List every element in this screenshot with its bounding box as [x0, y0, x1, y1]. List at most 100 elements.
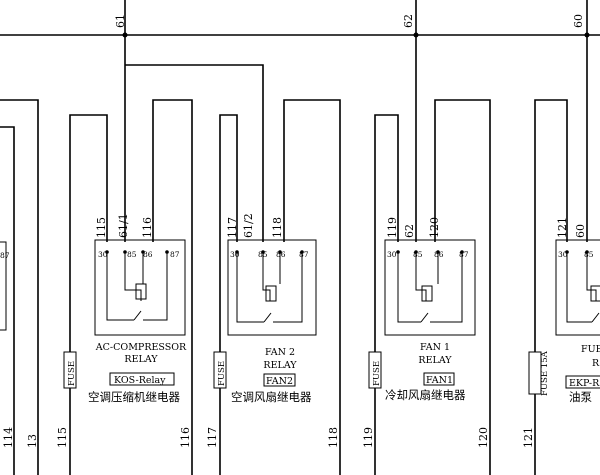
relay-cn-label: 空调压缩机继电器	[88, 390, 180, 404]
relay-coil-path	[124, 252, 142, 301]
bottom-wire-114: 114	[2, 427, 15, 448]
bottom-wire-120: 120	[477, 427, 490, 448]
pin-terminal	[300, 250, 304, 254]
relay-code: KOS-Relay	[114, 375, 166, 386]
relay-pin-85: 85	[413, 250, 423, 259]
relay-name-line-1: FAN 2	[265, 347, 295, 358]
relay-pin-87: 87	[459, 250, 469, 259]
relay-top-wire-117: 117	[226, 217, 239, 238]
junction-dot-61	[122, 32, 128, 38]
relay-switch-blade	[420, 312, 429, 323]
relay-left-box	[0, 241, 7, 331]
relay-pin-86: 86	[276, 250, 286, 259]
relay-name-line-2: R	[592, 358, 600, 369]
wire-61-branch	[125, 64, 264, 242]
fuse-symbol	[63, 351, 77, 389]
relay-cn-label: 油泵	[569, 390, 592, 404]
fuse-symbol	[528, 351, 542, 395]
relay-fan2: 117 61/2 118 30 85 86 87 FAN 2 RELAY FAN…	[206, 99, 341, 475]
relay-box	[94, 239, 186, 336]
pin-terminal	[141, 250, 145, 254]
relay-ac-compressor: 115 61/1 116 30 85 86 87 AC-COMPRESSOR R…	[56, 99, 193, 475]
relay-name-line-2: RELAY	[418, 355, 452, 366]
relay-name-line-2: RELAY	[263, 360, 297, 371]
relay-top-wire-62: 62	[403, 224, 416, 238]
relay-top-wire-115: 115	[95, 217, 108, 238]
relay-pin-87: 87	[299, 250, 309, 259]
bus-wire-label-61: 61	[114, 14, 127, 28]
relay-code-box	[109, 372, 175, 386]
relay-box	[555, 239, 600, 336]
relay-pin-85: 85	[258, 250, 268, 259]
relay-cn-label: 冷却风扇继电器	[385, 388, 466, 402]
bottom-wire-118: 118	[327, 427, 340, 448]
pin-terminal	[565, 250, 569, 254]
relay-switch-blade	[133, 310, 142, 321]
relay-coil	[421, 285, 433, 302]
relay-left-partial: 87 114 13	[0, 99, 39, 475]
relay-fuel-pump-partial: 121 60 30 85 FUE R EKP-R 油泵 FUSE 15A 121	[522, 99, 600, 475]
wire-116	[152, 99, 193, 475]
fuse-label: FUSE	[372, 361, 382, 386]
relay-top-wire-116: 116	[141, 217, 154, 238]
relay-code-box	[263, 373, 296, 387]
relay-name-line-1: AC-COMPRESSOR	[95, 342, 187, 353]
pin-terminal	[123, 250, 127, 254]
relay-switch-blade	[263, 312, 272, 323]
bus-wire-label-60: 60	[572, 14, 585, 28]
relay-pin-86: 86	[143, 250, 153, 259]
wire-115	[69, 114, 108, 475]
relay-top-wire-118: 118	[271, 217, 284, 238]
relay-contact-87	[273, 252, 303, 323]
relay-contact-30	[397, 252, 421, 323]
wire-left-outer	[0, 99, 39, 475]
relay-top-wire-61-1: 61/1	[117, 213, 130, 238]
relay-name-line-2: RELAY	[124, 354, 158, 365]
relay-top-wire-60: 60	[574, 224, 587, 238]
pin-terminal	[414, 250, 418, 254]
relay-pin-30: 30	[230, 250, 240, 259]
relay-top-wire-119: 119	[386, 217, 399, 238]
relay-cn-label: 空调风扇继电器	[231, 390, 312, 404]
relay-contact-30	[236, 252, 264, 323]
bottom-wire-117: 117	[206, 427, 219, 448]
bus-wire-label-62: 62	[402, 14, 415, 28]
wire-left-inner	[0, 126, 15, 475]
relay-coil	[135, 283, 147, 300]
bottom-wire-121: 121	[522, 427, 535, 448]
relay-pin-30: 30	[558, 250, 568, 259]
junction-dot-60	[584, 32, 590, 38]
pin-terminal	[436, 250, 440, 254]
pin-terminals	[105, 250, 589, 254]
pin-terminal	[165, 250, 169, 254]
pin-terminal	[396, 250, 400, 254]
relay-top-wire-120: 120	[428, 217, 441, 238]
relay-code-box	[423, 372, 455, 386]
wire-118	[283, 99, 341, 475]
relay-code-box	[565, 375, 600, 389]
relay-box	[384, 239, 476, 336]
relay-name-line-1: FUE	[581, 344, 600, 355]
relay-coil-path	[415, 252, 427, 301]
relay-pin-85: 85	[127, 250, 137, 259]
fuse-label: FUSE	[217, 361, 227, 386]
pin-terminal	[261, 250, 265, 254]
bottom-wire-115: 115	[56, 427, 69, 448]
pin-terminal	[278, 250, 282, 254]
relay-pin-87: 87	[170, 250, 180, 259]
wire-121	[534, 99, 568, 475]
wire-120	[434, 99, 491, 475]
pin-terminal	[460, 250, 464, 254]
relay-fan1: 119 62 120 30 85 86 87 FAN 1 RELAY FAN1 …	[362, 99, 491, 475]
bottom-wire-119: 119	[362, 427, 375, 448]
relay-pin-85: 85	[584, 250, 594, 259]
relay-top-wire-121: 121	[556, 217, 569, 238]
pin-terminal	[235, 250, 239, 254]
relay-code: FAN1	[426, 375, 453, 386]
relay-pin-86: 86	[434, 250, 444, 259]
relay-contact-87	[430, 252, 463, 323]
left-pin-fragment: 87	[0, 251, 10, 260]
relay-contact-87	[143, 252, 168, 321]
junction-dot-62	[413, 32, 419, 38]
